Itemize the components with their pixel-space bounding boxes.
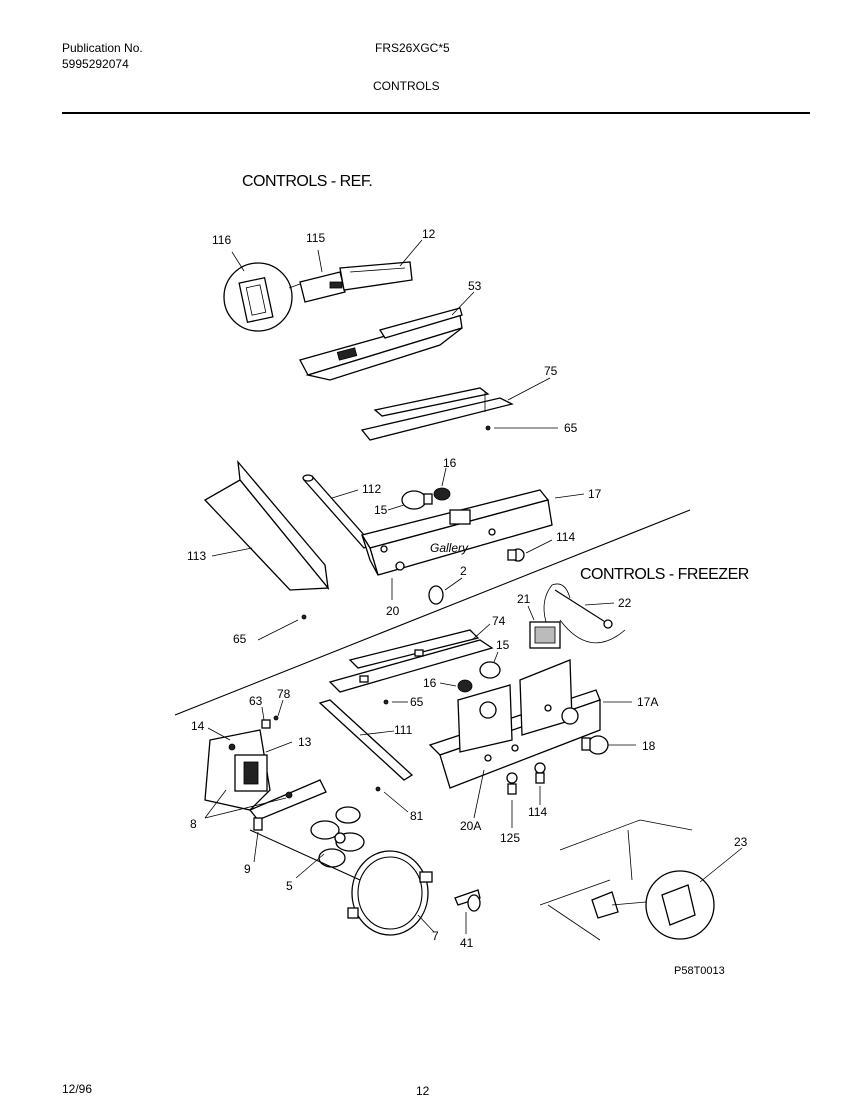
callout-14: 14: [191, 719, 205, 733]
fan-shroud-7: [249, 829, 435, 936]
fan-bracket-14: [204, 727, 293, 811]
callout-53: 53: [468, 279, 482, 293]
callout-81: 81: [410, 809, 424, 823]
fan-blade-5: [295, 806, 365, 879]
header-rule: [62, 112, 810, 114]
callout-20A: 20A: [460, 819, 481, 833]
footer-date: 12/96: [62, 1082, 93, 1096]
callout-65-ref-top: 65: [564, 421, 578, 435]
knobs-125-114-freezer: [473, 762, 546, 828]
callout-9: 9: [244, 862, 251, 876]
controls-freezer-heading: CONTROLS - FREEZER: [580, 566, 749, 583]
callout-2: 2: [460, 564, 467, 578]
callout-12: 12: [422, 227, 436, 241]
callout-5: 5: [286, 879, 293, 893]
callout-13: 13: [298, 735, 312, 749]
callout-125: 125: [500, 831, 520, 845]
separator-line: [174, 509, 691, 716]
model-number: FRS26XGC*5: [375, 41, 450, 55]
section-title: CONTROLS: [373, 79, 440, 93]
callout-labels: 116 115 12 53 75 65 16 112 17 15 113 114…: [187, 227, 748, 950]
control-housing-53: [299, 291, 475, 381]
publication-number: 5995292074: [62, 57, 129, 71]
clips-63-78: [261, 699, 284, 729]
callout-16-ref: 16: [443, 456, 457, 470]
tube-112: [302, 474, 374, 549]
brand-plate-text: Gallery: [430, 541, 469, 555]
trough-113: [203, 459, 330, 591]
callout-15-ref: 15: [374, 503, 388, 517]
callout-65-freezer: 65: [410, 695, 424, 709]
screw-41: [454, 889, 481, 934]
callout-75: 75: [544, 364, 558, 378]
figure-code: P58T0013: [674, 965, 725, 977]
callout-16-freezer: 16: [423, 676, 437, 690]
callout-15-freezer: 15: [496, 638, 510, 652]
callout-63: 63: [249, 694, 263, 708]
callout-114-freezer: 114: [528, 805, 547, 819]
callout-41: 41: [460, 936, 474, 950]
callout-20: 20: [386, 604, 400, 618]
controls-ref-heading: CONTROLS - REF.: [242, 173, 373, 190]
callout-74: 74: [492, 614, 506, 628]
light-shield-inset: [223, 251, 301, 332]
callout-23: 23: [734, 835, 748, 849]
callout-21: 21: [517, 592, 531, 606]
bulb-and-socket-ref: [387, 467, 451, 511]
fan-brace: [204, 779, 327, 821]
page-number: 12: [416, 1084, 430, 1098]
knob-114-ref: [507, 539, 553, 562]
bracket-111: [318, 699, 414, 781]
callout-65-ref-bottom: 65: [233, 632, 247, 646]
callout-78: 78: [277, 687, 291, 701]
callout-112: 112: [362, 482, 381, 496]
bulb-and-socket-freezer: [439, 651, 501, 693]
callout-116: 116: [212, 233, 231, 247]
control-panel-17A: [428, 659, 632, 789]
knob-2: [428, 577, 463, 605]
freezer-inset-23: [539, 819, 743, 941]
callout-8: 8: [190, 817, 197, 831]
callout-7: 7: [432, 929, 439, 943]
thermostat-21: [527, 583, 571, 649]
callout-113: 113: [187, 549, 206, 563]
callout-115: 115: [306, 231, 325, 245]
plate-75: [360, 377, 558, 441]
callout-17A: 17A: [637, 695, 658, 709]
callout-17: 17: [588, 487, 602, 501]
publication-label: Publication No.: [62, 41, 143, 55]
sensor-22: [554, 589, 626, 644]
callout-18: 18: [642, 739, 656, 753]
control-panel-17: Gallery: [360, 489, 585, 576]
callout-22: 22: [618, 596, 632, 610]
knob-18: [581, 735, 636, 755]
callout-114-ref: 114: [556, 530, 575, 544]
light-socket-assembly: [299, 239, 423, 303]
plate-74: [328, 623, 494, 693]
callout-111: 111: [394, 723, 413, 737]
